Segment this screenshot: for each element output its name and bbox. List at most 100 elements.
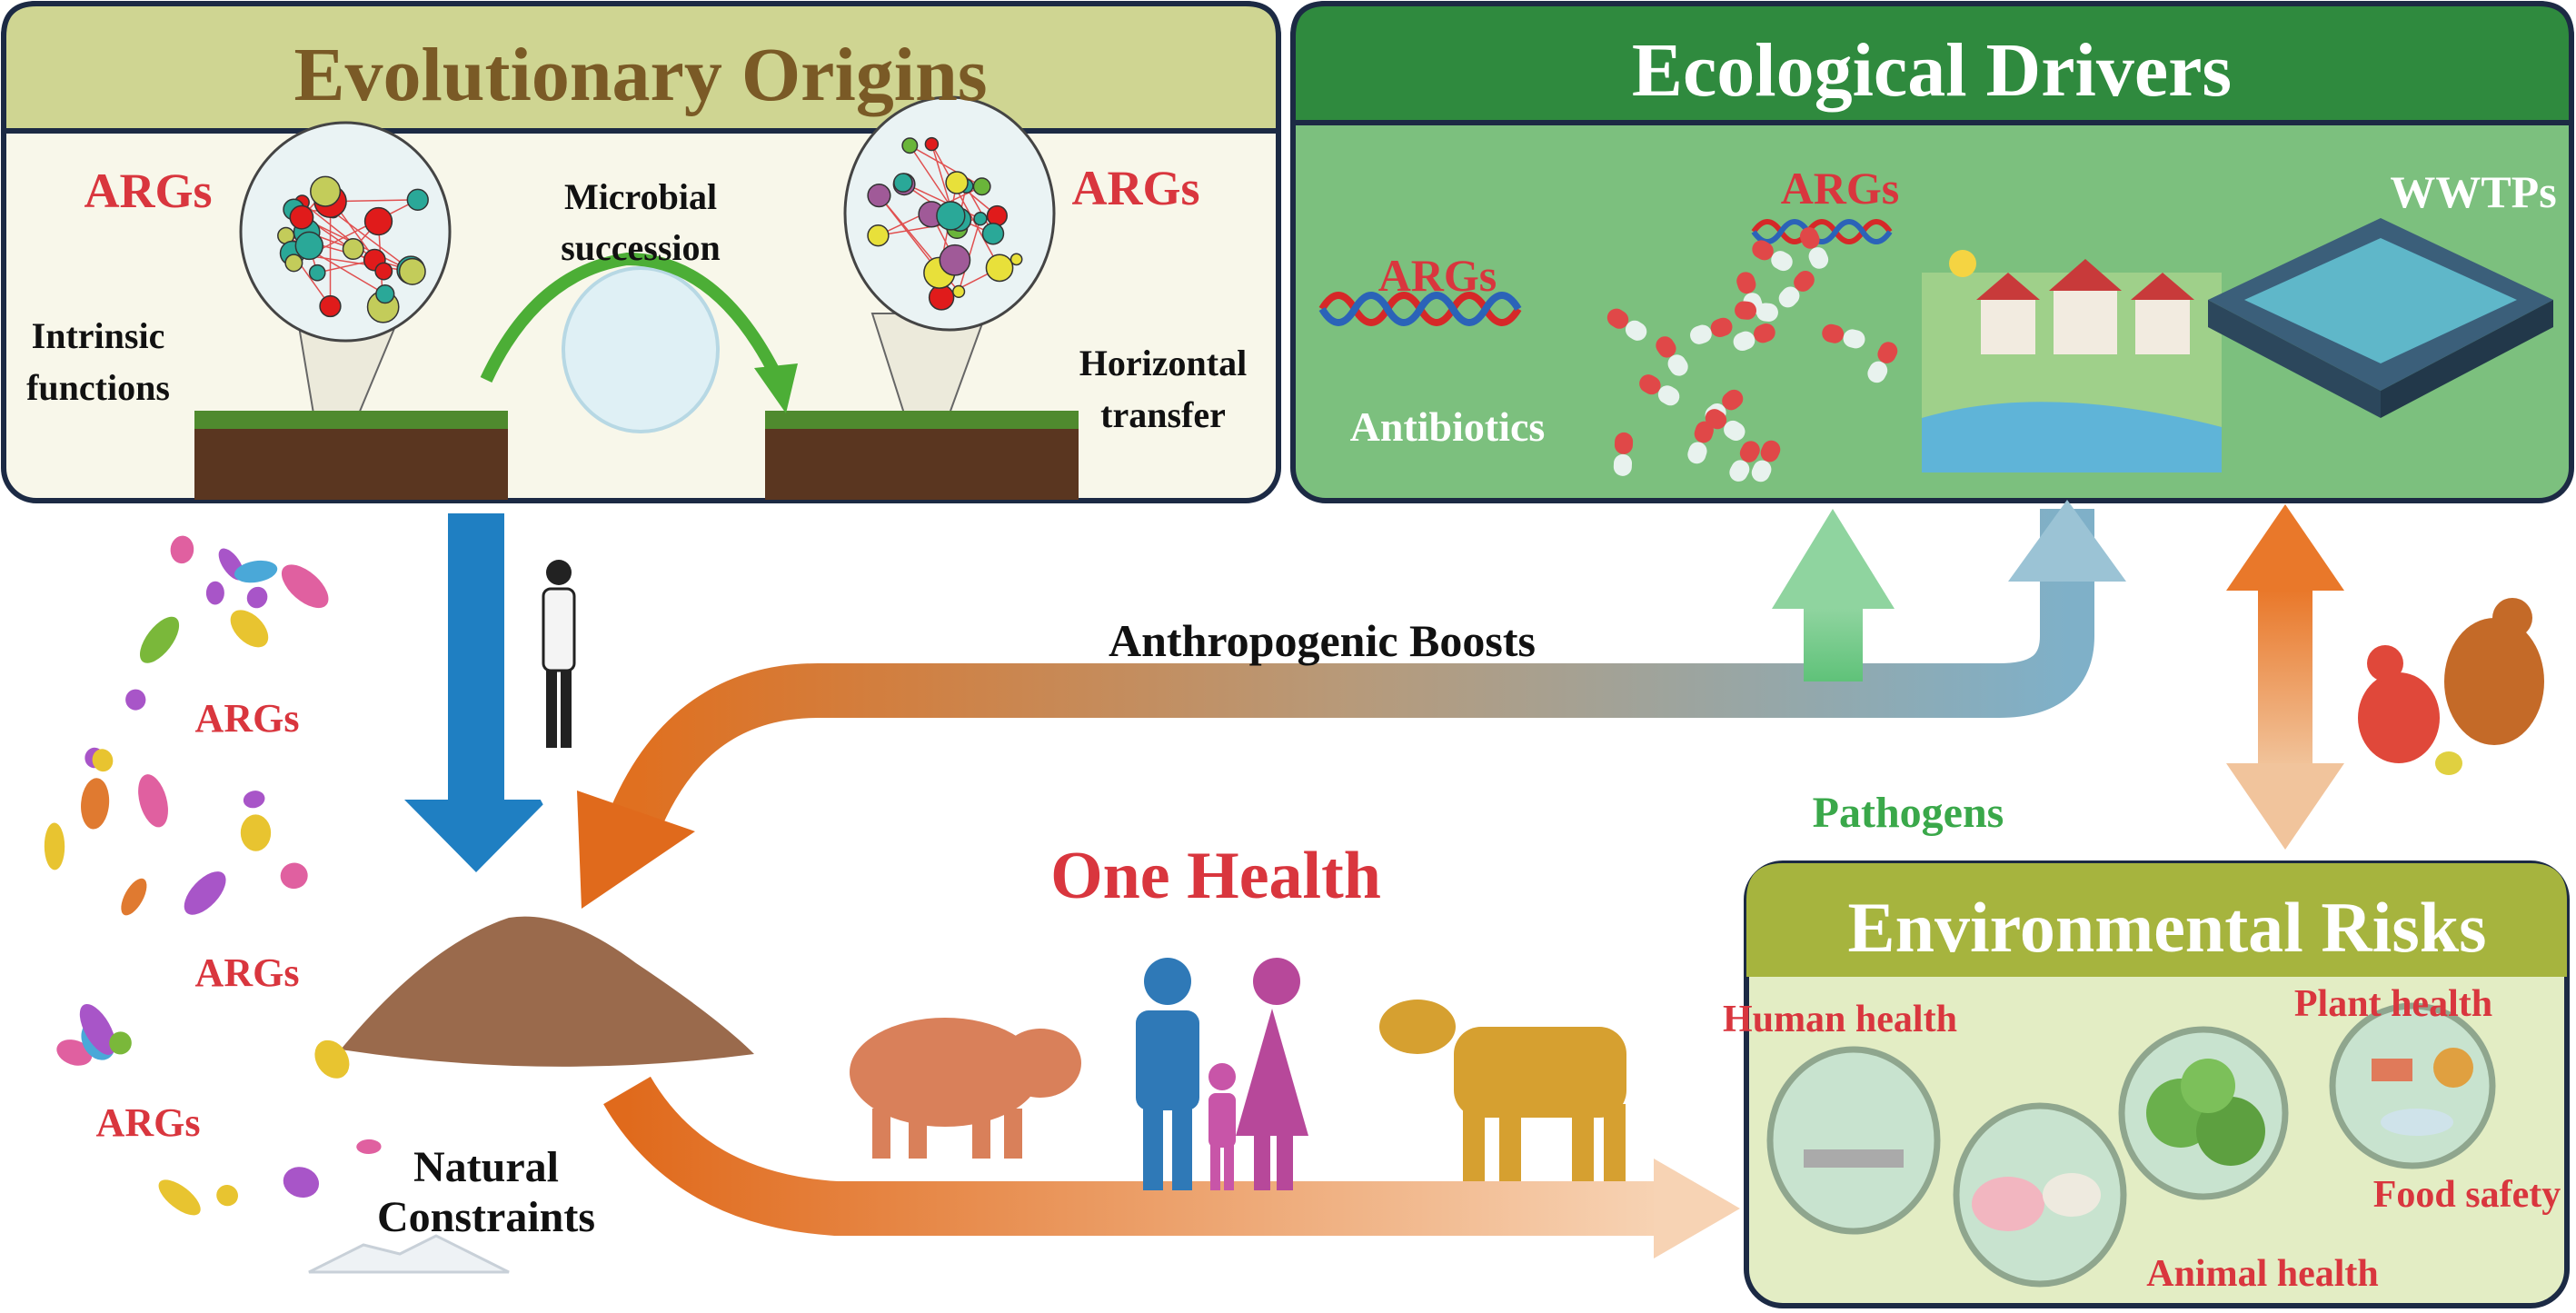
pill-icon	[1687, 421, 1714, 464]
pill-icon	[1778, 270, 1815, 308]
network-node	[985, 254, 1014, 283]
animal-health-label: Animal health	[2146, 1253, 2379, 1295]
pill-half	[1755, 303, 1778, 322]
pill-half	[1667, 354, 1688, 376]
soil-block-icon	[194, 411, 508, 500]
pill-half	[1771, 251, 1793, 272]
pill-half	[1760, 440, 1781, 463]
food-icon	[2329, 1002, 2496, 1169]
town-landscape-icon	[1922, 250, 2222, 472]
microbial-succession-label: Microbial	[564, 176, 717, 217]
pill-icon	[1822, 323, 1865, 349]
evolutionary-origins-panel	[1, 1, 1281, 503]
pill-half	[1724, 420, 1746, 441]
dna-helix-icon	[1751, 219, 1893, 244]
network-node	[375, 283, 395, 304]
pill-half	[1690, 324, 1712, 344]
horizontal-transfer-label: transfer	[1100, 394, 1226, 435]
network-nodes	[277, 136, 1023, 323]
wwtps-label: WWTPs	[2390, 166, 2556, 217]
bacterium-icon	[230, 610, 269, 648]
bacterium-icon	[44, 822, 65, 870]
pill-half	[1843, 329, 1865, 349]
pill-icon	[1867, 342, 1898, 383]
one-health-arrow-head	[1654, 1159, 1740, 1258]
pill-icon	[1733, 323, 1775, 352]
args-label: ARGs	[1071, 161, 1199, 215]
bacterium-icon	[280, 862, 308, 890]
pill-icon	[1705, 409, 1746, 441]
green-up-arrow-icon	[1804, 609, 1863, 681]
one-health-arrow-icon	[603, 1076, 1663, 1236]
bacterium-icon	[281, 564, 329, 609]
network-node	[867, 224, 890, 247]
network-node	[939, 244, 971, 276]
pill-half	[1867, 361, 1888, 383]
bacterium-icon	[184, 871, 226, 915]
network-node	[901, 137, 919, 154]
bacterium-icon	[283, 1167, 320, 1199]
pill-icon	[1613, 432, 1634, 476]
network-node	[952, 284, 966, 298]
family-icon	[1136, 958, 1308, 1190]
wastewater-treatment-plant-icon	[2208, 218, 2553, 418]
network-node	[945, 171, 969, 194]
succession-arrow-head	[754, 363, 798, 413]
network-node	[867, 184, 891, 208]
pathogens-label: Pathogens	[1813, 789, 2004, 837]
bacterium-icon	[158, 1179, 201, 1216]
pill-icon	[1656, 336, 1688, 376]
microbial-succession-label: succession	[561, 227, 721, 268]
cow-icon	[1379, 1000, 1626, 1181]
bacterium-icon	[170, 535, 194, 564]
bacterium-icon	[139, 616, 180, 663]
intrinsic-functions-label: Intrinsic	[32, 315, 165, 356]
goat-small	[2043, 1173, 2101, 1217]
pill-half	[1794, 270, 1815, 292]
label-layer: Human health Plant health Food safety An…	[26, 28, 2561, 1295]
bacterium-icon	[205, 581, 224, 605]
args-label: ARGs	[195, 950, 300, 995]
soil-mound-icon	[341, 916, 754, 1067]
pill-icon	[1751, 440, 1781, 482]
bacterium-icon	[234, 560, 278, 583]
bacterium-icon	[243, 791, 265, 809]
pill-half	[1705, 409, 1727, 430]
network-node	[936, 201, 966, 231]
ecological-drivers-panel	[1290, 1, 2574, 503]
pill-half	[1657, 385, 1680, 406]
bacterium-icon	[125, 689, 146, 711]
bacterium-icon	[56, 1039, 93, 1066]
microbial-network-icon	[239, 121, 452, 343]
pill-half	[1722, 389, 1744, 411]
pill-icon	[1735, 301, 1778, 322]
network-node	[374, 262, 393, 281]
scientist-icon	[542, 560, 576, 748]
food-safety-label: Food safety	[2373, 1174, 2561, 1216]
pill-half	[1799, 227, 1820, 249]
green-up-arrow-head	[1772, 509, 1895, 609]
network-node	[1010, 253, 1023, 266]
bacterium-icon	[138, 774, 168, 828]
network-node	[928, 284, 955, 311]
intrinsic-functions-label: functions	[26, 367, 170, 408]
bacterium-icon	[81, 778, 110, 830]
network-node	[308, 264, 326, 282]
pill-half	[1687, 442, 1707, 464]
horizontal-transfer-label: Horizontal	[1079, 343, 1247, 383]
pill-half	[1739, 441, 1760, 463]
network-node	[310, 175, 342, 207]
bacterium-icon	[240, 814, 272, 851]
pill-half	[1822, 323, 1845, 343]
anthropogenic-arrow-head	[577, 791, 695, 909]
bacterium-icon	[246, 586, 268, 609]
hospital-patient-icon	[1766, 1046, 1941, 1235]
pig-small	[1972, 1177, 2044, 1231]
pill-icon	[1639, 374, 1680, 406]
hospital-bed	[1804, 1149, 1904, 1168]
pill-half	[1808, 247, 1829, 269]
downward-arrow-icon	[448, 513, 504, 800]
pill-half	[1613, 453, 1633, 476]
succession-arrow-icon	[480, 252, 783, 383]
network-node	[319, 294, 342, 318]
